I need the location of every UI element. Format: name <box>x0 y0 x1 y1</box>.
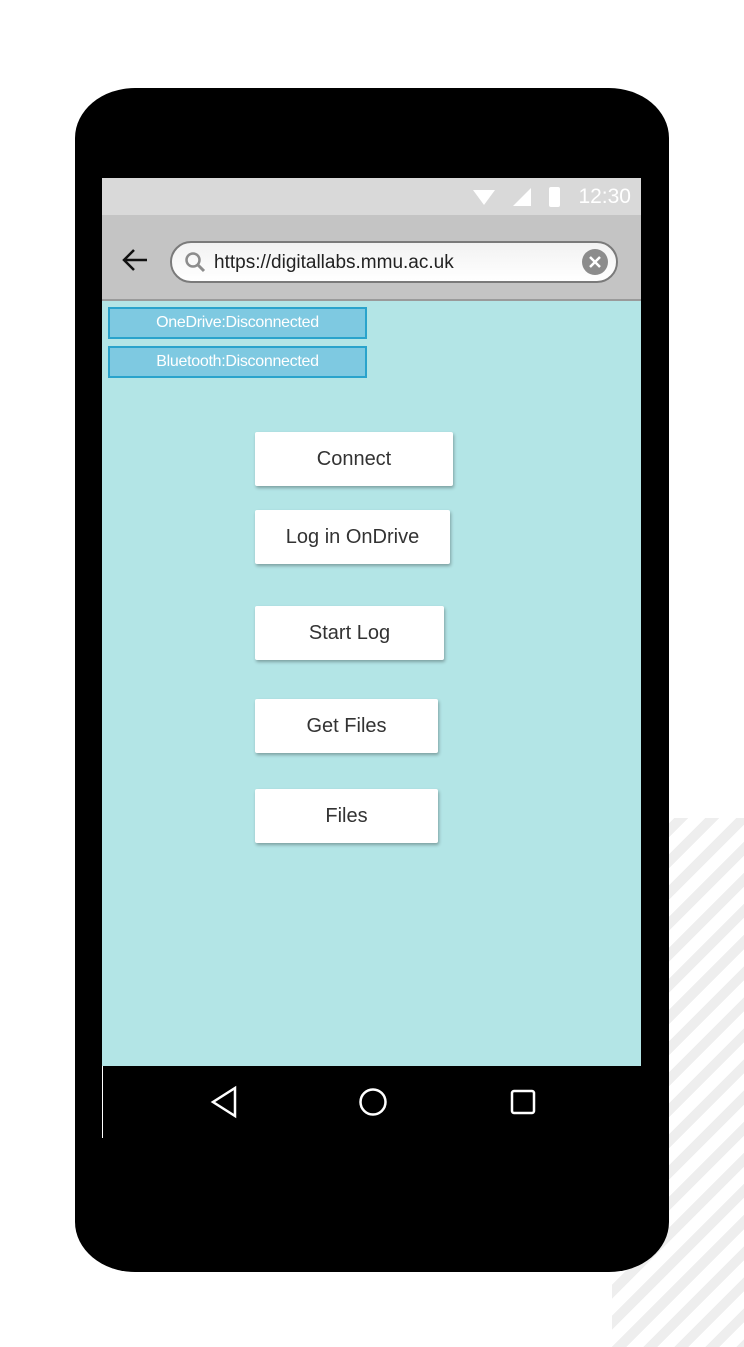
phone-screen: 12:30 https://digitallabs.mmu.ac.uk <box>102 178 641 1066</box>
status-bar: 12:30 <box>102 178 641 215</box>
bluetooth-status-label: Bluetooth:Disconnected <box>108 346 367 378</box>
navigation-bar <box>102 1066 641 1138</box>
nav-back-icon[interactable] <box>206 1084 242 1120</box>
nav-divider <box>102 1066 103 1138</box>
search-icon <box>184 251 206 273</box>
get-files-button[interactable]: Get Files <box>255 699 438 753</box>
url-text[interactable]: https://digitallabs.mmu.ac.uk <box>214 252 454 273</box>
wifi-icon <box>473 189 496 205</box>
clear-icon[interactable] <box>582 249 608 275</box>
files-button[interactable]: Files <box>255 789 438 843</box>
onedrive-status-label: OneDrive:Disconnected <box>108 307 367 339</box>
nav-recents-icon[interactable] <box>505 1084 541 1120</box>
login-onedrive-button[interactable]: Log in OnDrive <box>255 510 450 564</box>
app-content: OneDrive:Disconnected Bluetooth:Disconne… <box>102 301 641 1066</box>
battery-icon <box>549 187 561 207</box>
browser-toolbar: https://digitallabs.mmu.ac.uk <box>102 215 641 301</box>
connect-button[interactable]: Connect <box>255 432 453 486</box>
status-icons: 12:30 <box>473 184 631 210</box>
start-log-button[interactable]: Start Log <box>255 606 444 660</box>
status-time: 12:30 <box>578 185 631 208</box>
nav-home-icon[interactable] <box>355 1084 391 1120</box>
signal-icon <box>513 188 532 206</box>
back-arrow-icon[interactable] <box>120 245 150 275</box>
address-bar[interactable]: https://digitallabs.mmu.ac.uk <box>170 241 618 283</box>
